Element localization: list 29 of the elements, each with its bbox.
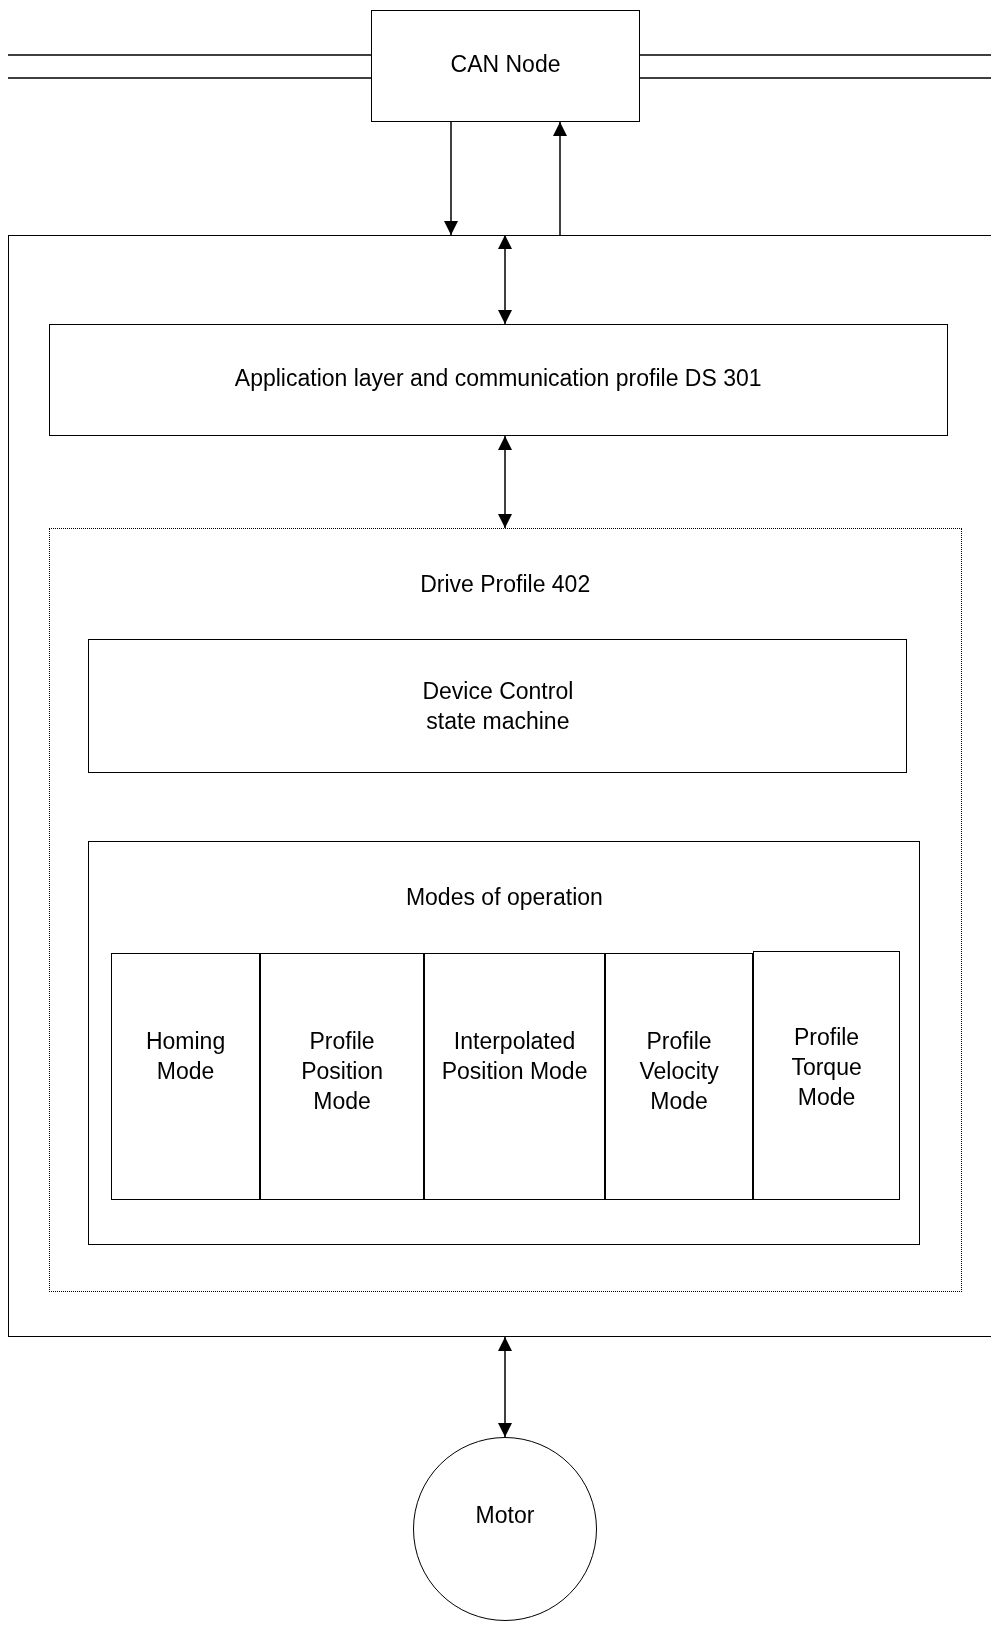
block-box bbox=[111, 953, 261, 1201]
node-label: Interpolated Position Mode bbox=[440, 1027, 589, 1087]
arrow bbox=[444, 121, 458, 236]
node-label: Device Control state machine bbox=[421, 677, 575, 737]
node-label: Homing Mode bbox=[144, 1027, 227, 1087]
node-label: Motor bbox=[475, 1501, 535, 1530]
block-box bbox=[88, 639, 908, 774]
arrow bbox=[498, 234, 512, 325]
arrow bbox=[498, 435, 512, 529]
bus-line bbox=[7, 54, 372, 79]
node-label: Application layer and communication profile DS 301 bbox=[234, 363, 762, 393]
node-label: Profile Velocity Mode bbox=[638, 1027, 720, 1117]
dotted-group-box bbox=[48, 527, 962, 1292]
block-box bbox=[753, 951, 901, 1201]
node-label: Drive Profile 402 bbox=[420, 569, 591, 599]
block-box bbox=[88, 841, 921, 1246]
bus-line bbox=[639, 54, 991, 79]
node-label: CAN Node bbox=[450, 50, 561, 79]
node-label: Profile Position Mode bbox=[300, 1027, 384, 1117]
block-box bbox=[424, 953, 606, 1201]
node-label: Profile Torque Mode bbox=[790, 1023, 863, 1113]
node-label: Modes of operation bbox=[405, 883, 603, 913]
block-box bbox=[260, 953, 425, 1201]
block-box bbox=[605, 953, 754, 1201]
block-box bbox=[48, 323, 948, 436]
block-box bbox=[371, 10, 640, 122]
arrow bbox=[498, 1336, 512, 1438]
box-outline bbox=[8, 235, 991, 1337]
arrow bbox=[553, 121, 567, 236]
